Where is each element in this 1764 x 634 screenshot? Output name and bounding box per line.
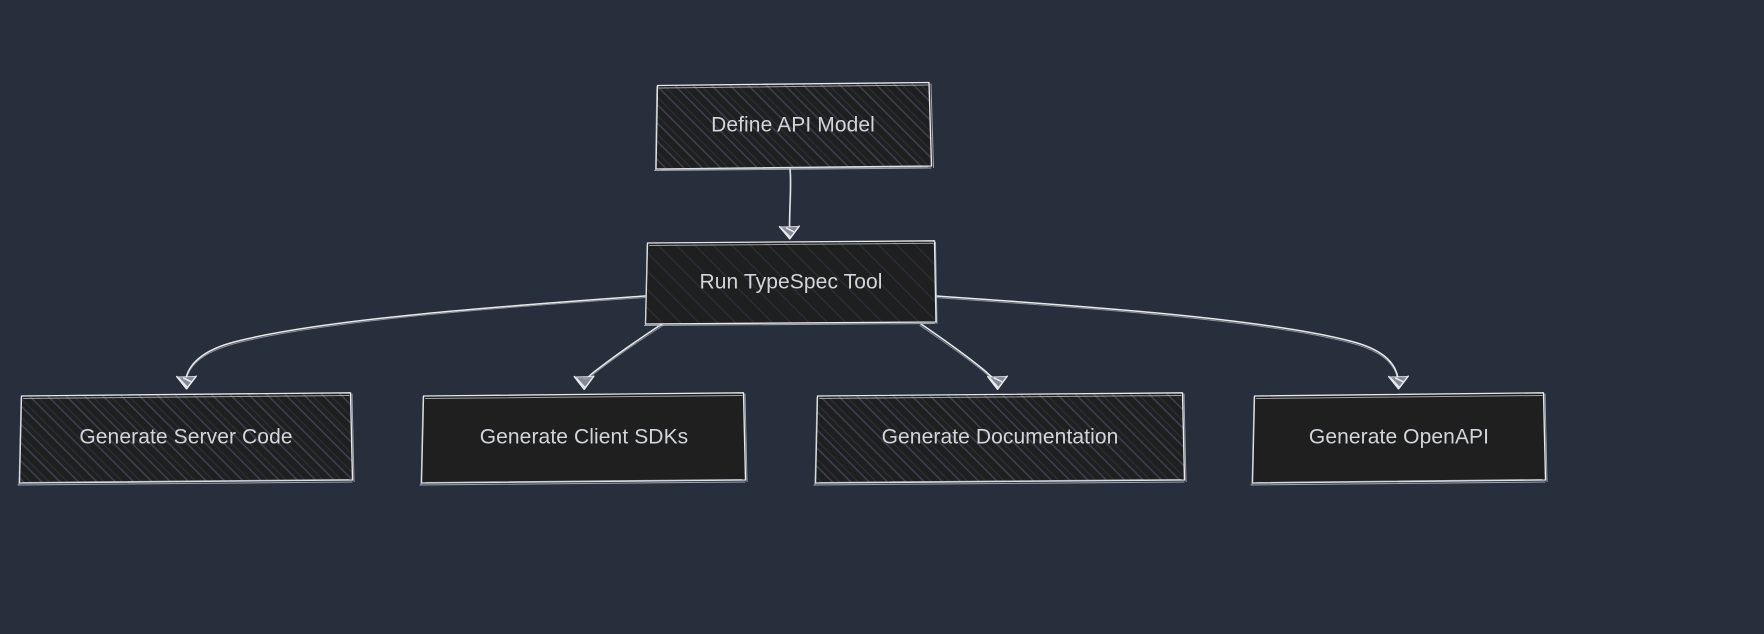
arrowhead-icon [778,225,800,240]
arrowhead-icon [1388,375,1409,390]
node-define-api-model[interactable]: Define API Model [654,81,934,171]
node-generate-server-code[interactable]: Generate Server Code [17,392,355,486]
node-label-generate-server-code: Generate Server Code [79,426,292,449]
edge-run-to-server [176,295,647,390]
node-generate-documentation[interactable]: Generate Documentation [813,392,1187,486]
edge-define-to-run [778,168,800,240]
node-label-run-typespec-tool: Run TypeSpec Tool [699,271,882,294]
edge-run-to-openapi [934,295,1409,390]
node-run-typespec-tool[interactable]: Run TypeSpec Tool [644,240,938,326]
edge-run-to-docs [919,323,1008,391]
arrowhead-icon [176,375,197,390]
node-label-generate-documentation: Generate Documentation [882,426,1119,449]
node-generate-openapi[interactable]: Generate OpenAPI [1250,392,1548,486]
node-label-define-api-model: Define API Model [711,114,875,137]
node-label-generate-client-sdks: Generate Client SDKs [480,426,689,449]
edge-run-to-client [573,323,664,391]
node-generate-client-sdks[interactable]: Generate Client SDKs [419,392,748,486]
arrowhead-icon [573,375,595,391]
node-label-generate-openapi: Generate OpenAPI [1309,426,1489,449]
arrowhead-icon [987,375,1008,391]
